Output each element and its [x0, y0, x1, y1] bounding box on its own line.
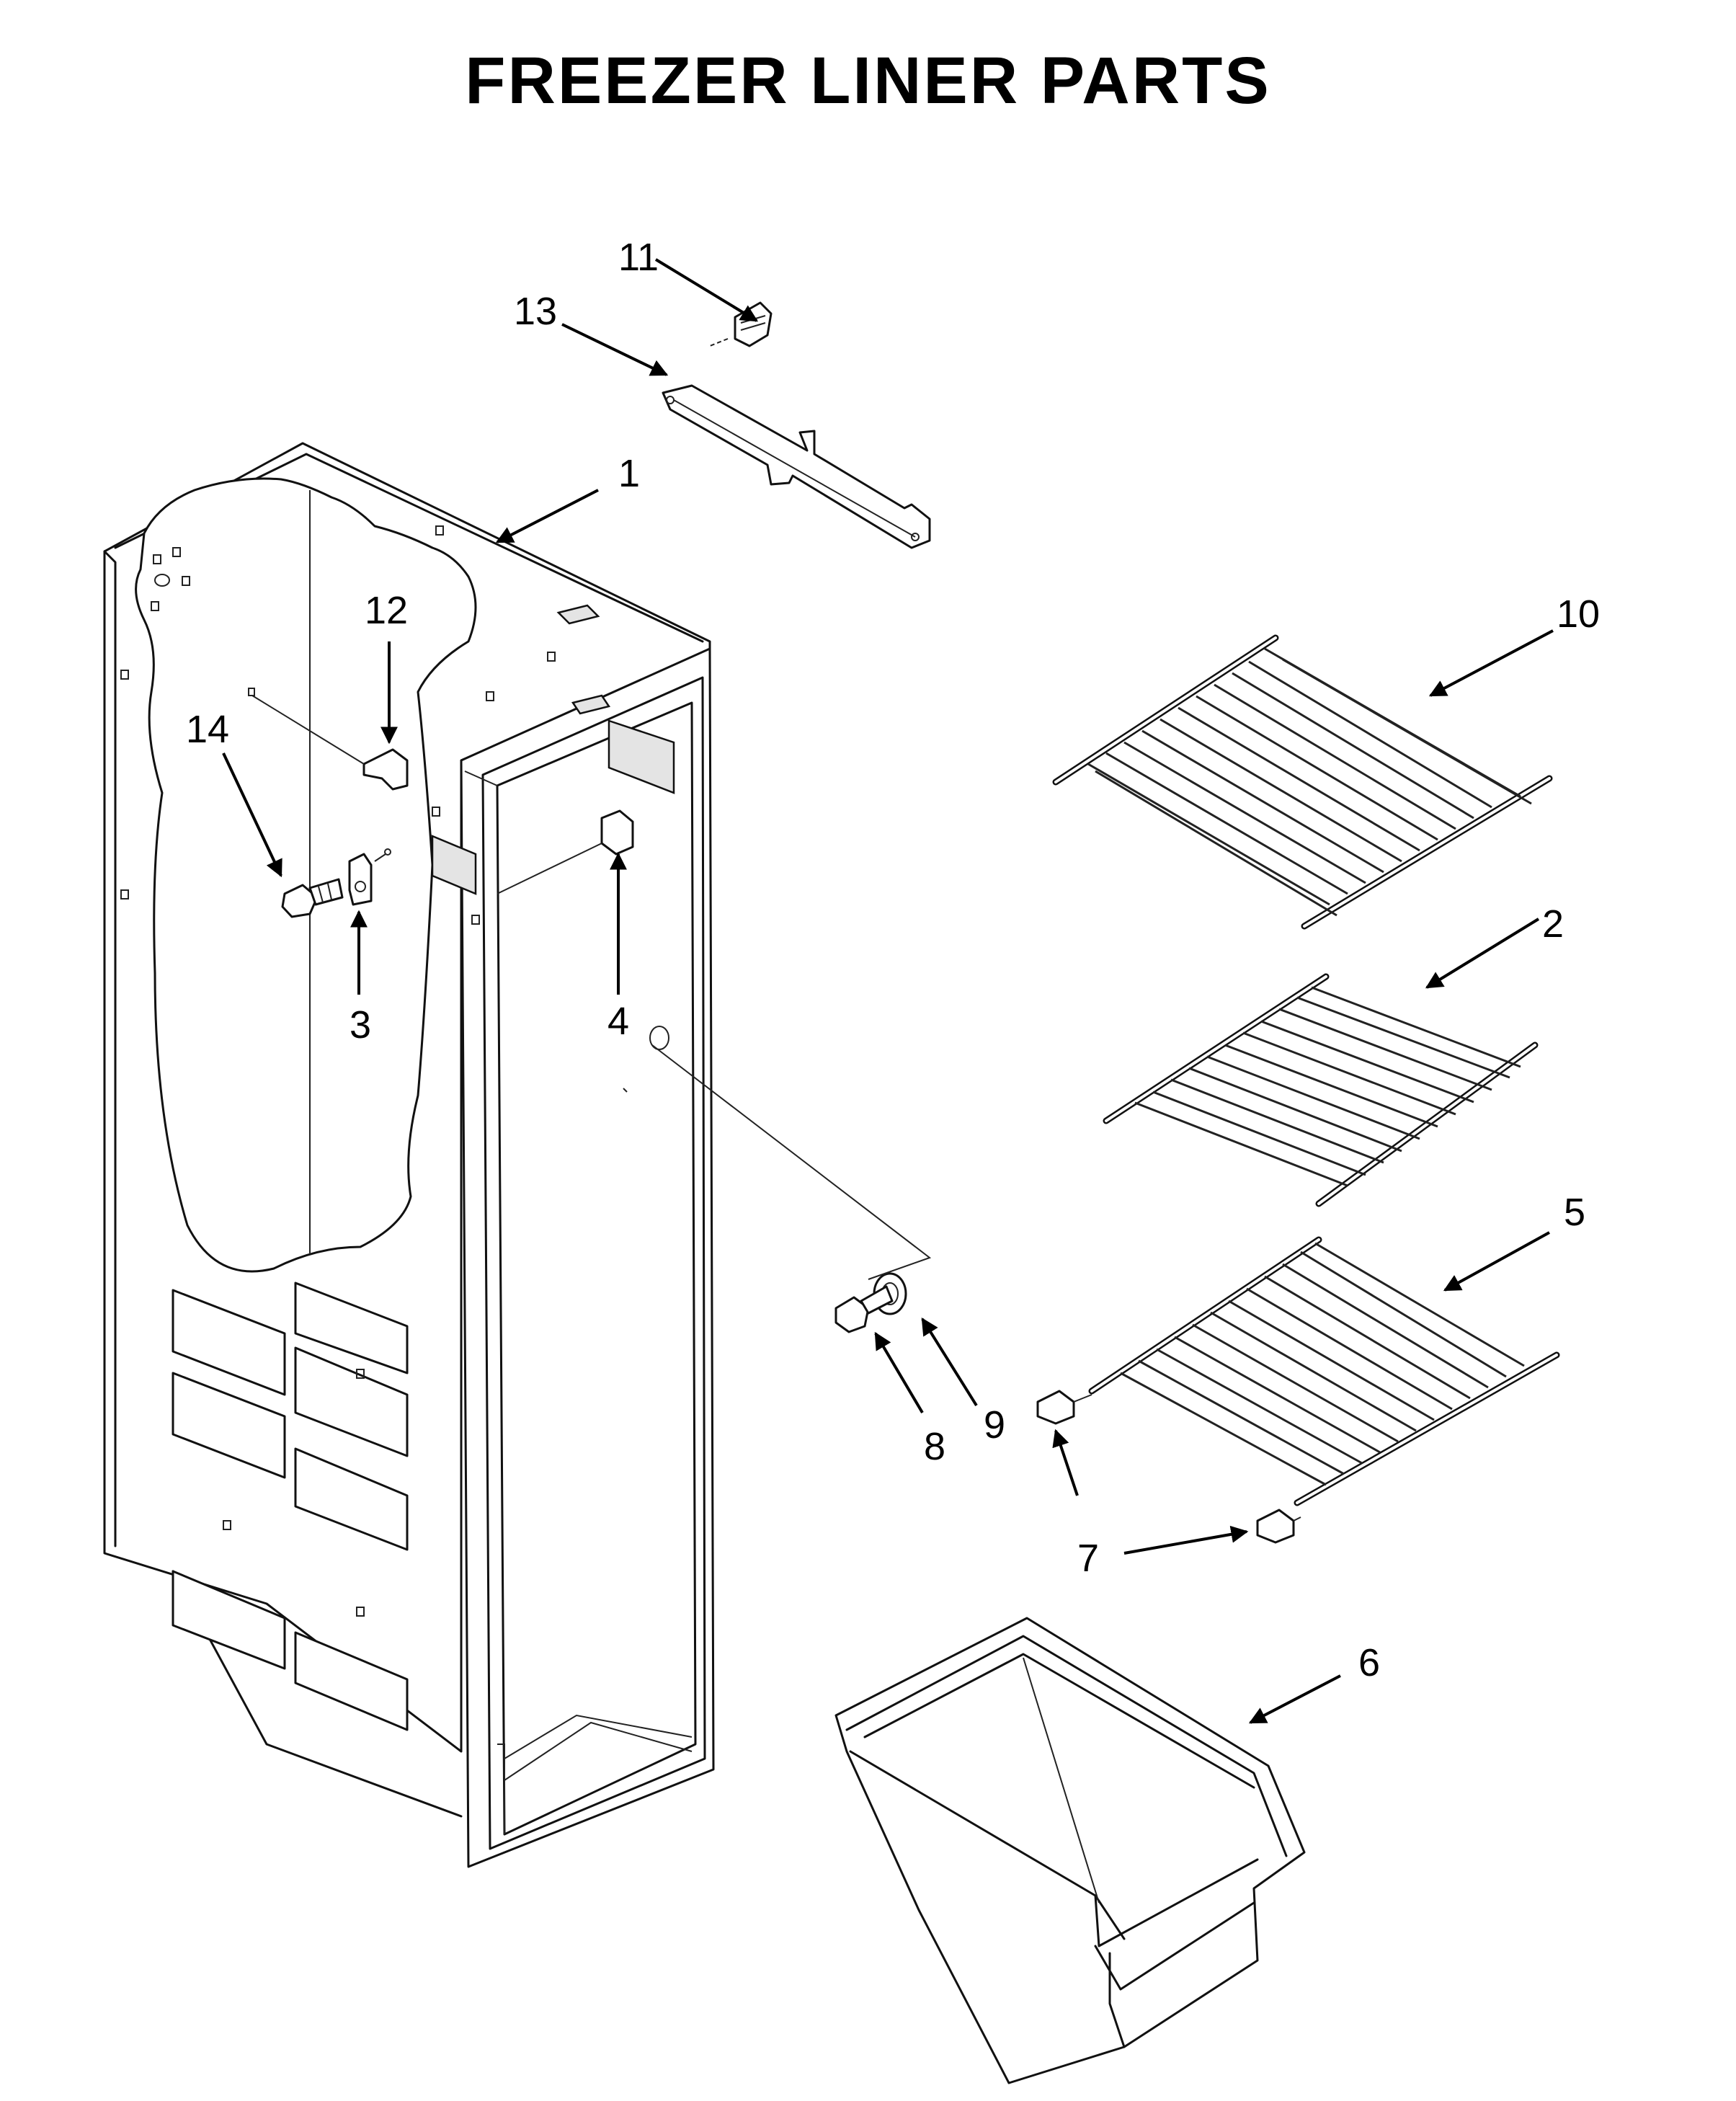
- callout-12: 12: [365, 589, 408, 632]
- diagram-title: FREEZER LINER PARTS: [465, 44, 1271, 117]
- callout-6: 6: [1358, 1641, 1380, 1684]
- part-5-shelf[interactable]: [1088, 1236, 1560, 1506]
- callout-10: 10: [1557, 592, 1600, 636]
- callout-14: 14: [186, 708, 229, 751]
- callout-8: 8: [924, 1425, 945, 1468]
- part-10-shelf[interactable]: [1052, 634, 1553, 930]
- callout-4: 4: [607, 1000, 629, 1043]
- callout-3: 3: [350, 1003, 371, 1047]
- callout-1: 1: [618, 452, 640, 495]
- callout-7: 7: [1077, 1537, 1099, 1580]
- callout-13: 13: [514, 290, 557, 333]
- callout-11: 11: [618, 236, 659, 279]
- part-6-bin[interactable]: [834, 1617, 1306, 2084]
- part-12-clip[interactable]: [248, 688, 409, 791]
- part-2-shelf[interactable]: [1103, 973, 1539, 1207]
- rear-vent-panels: [172, 1282, 409, 1731]
- callout-5: 5: [1564, 1191, 1585, 1234]
- part-13-bracket[interactable]: [662, 384, 931, 549]
- part-4-clip[interactable]: [497, 809, 634, 894]
- callout-labels: 1 10 2 11 13 12 14 3 4 5 8 9 7 6: [186, 236, 1600, 1684]
- part-7-cap-b[interactable]: [1256, 1509, 1301, 1544]
- callout-9: 9: [984, 1403, 1005, 1447]
- part-7-cap-a[interactable]: [1036, 1390, 1092, 1425]
- part-8-bolt[interactable]: [834, 1285, 894, 1333]
- part-3-clip[interactable]: [348, 848, 391, 906]
- callout-leaders: [222, 258, 1554, 1724]
- part-14-screw[interactable]: [281, 878, 344, 918]
- callout-2: 2: [1542, 902, 1564, 946]
- freezer-liner[interactable]: [103, 442, 715, 1868]
